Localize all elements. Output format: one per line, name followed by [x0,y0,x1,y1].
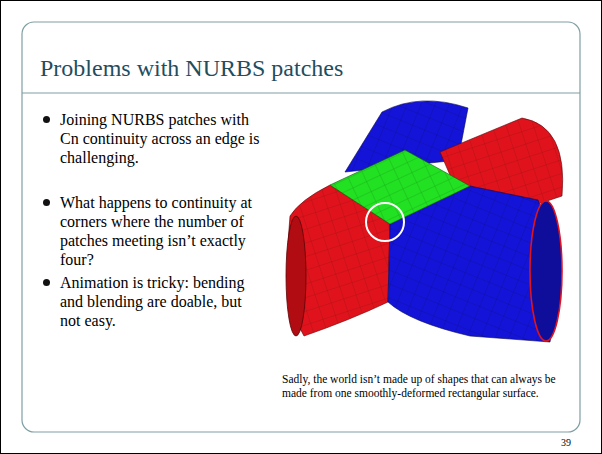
page-number: 39 [561,437,591,449]
red-arm-end [286,216,306,336]
nurbs-surface [286,101,563,342]
bullet-text: What happens to continuity at corners wh… [60,193,265,269]
blue-arm-end [530,201,562,341]
figure-caption: Sadly, the world isn’t made up of shapes… [282,372,574,400]
title-rule [22,92,580,93]
slide-title: Problems with NURBS patches [40,55,343,82]
bullet-text: Animation is tricky: bending and blendin… [60,273,265,330]
corner-highlight [366,203,404,241]
green-center-patch [330,150,470,224]
slide-frame [22,22,580,432]
bullet-dot [43,279,50,286]
bullet-dot [43,116,50,123]
bullet-text: Joining NURBS patches with Cn continuity… [60,110,265,167]
bullet-dot [43,199,50,206]
